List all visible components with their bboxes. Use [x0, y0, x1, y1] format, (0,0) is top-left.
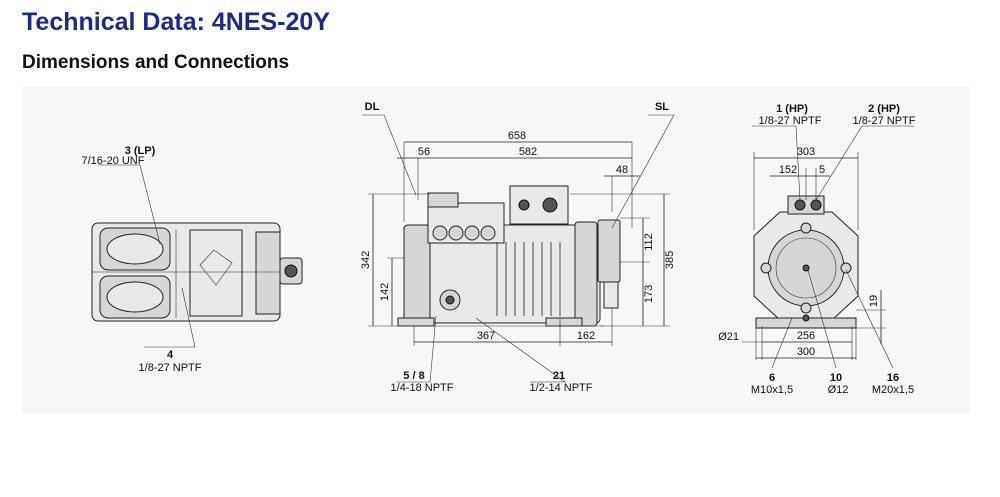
dim-303: 303: [797, 146, 815, 158]
conn-2-label: 2 (HP): [868, 103, 900, 115]
dim-342: 342: [360, 251, 372, 269]
conn-1-spec: 1/8-27 NPTF: [759, 115, 822, 127]
conn-1-label: 1 (HP): [776, 103, 808, 115]
dim-48: 48: [616, 164, 628, 176]
dim-173: 173: [643, 285, 655, 303]
dim-152: 152: [779, 164, 797, 176]
conn-6-spec: M10x1,5: [751, 384, 793, 396]
conn-4-label: 4: [167, 349, 174, 361]
conn-2-spec: 1/8-27 NPTF: [853, 115, 916, 127]
dim-142: 142: [379, 283, 391, 301]
sl-label: SL: [655, 101, 669, 113]
section-subtitle: Dimensions and Connections: [22, 52, 290, 73]
conn-10-spec: Ø12: [828, 384, 849, 396]
conn-3-label: 3 (LP): [125, 145, 156, 157]
dim-21: Ø21: [718, 331, 739, 343]
dim-367: 367: [477, 330, 495, 342]
conn-5-8-label: 5 / 8: [403, 370, 424, 382]
dim-5: 5: [819, 164, 825, 176]
top-view: 3 (LP) 7/16-20 UNF 4 1/8-27 NPTF: [82, 145, 303, 374]
end-view: 1 (HP) 1/8-27 NPTF 2 (HP) 1/8-27 NPTF 30…: [718, 103, 916, 396]
dl-label: DL: [365, 101, 380, 113]
side-view: DL SL 658 56 582 48 342 142 112 385 1: [360, 101, 676, 394]
page-title: Technical Data: 4NES-20Y: [22, 8, 330, 36]
dim-162: 162: [577, 330, 595, 342]
conn-21-label: 21: [553, 370, 565, 382]
conn-16-spec: M20x1,5: [872, 384, 914, 396]
dim-658: 658: [508, 130, 526, 142]
conn-3-spec: 7/16-20 UNF: [82, 155, 145, 167]
conn-16-label: 16: [887, 372, 899, 384]
dim-582: 582: [519, 146, 537, 158]
dim-256: 256: [797, 330, 815, 342]
conn-5-8-spec: 1/4-18 NPTF: [391, 382, 454, 394]
dim-56: 56: [418, 146, 430, 158]
conn-4-spec: 1/8-27 NPTF: [139, 362, 202, 374]
conn-21-spec: 1/2-14 NPTF: [530, 382, 593, 394]
dim-19: 19: [868, 295, 880, 307]
conn-10-label: 10: [830, 372, 842, 384]
dim-300: 300: [797, 346, 815, 358]
dim-112: 112: [643, 233, 655, 251]
conn-6-label: 6: [769, 372, 775, 384]
dim-385: 385: [664, 251, 676, 269]
